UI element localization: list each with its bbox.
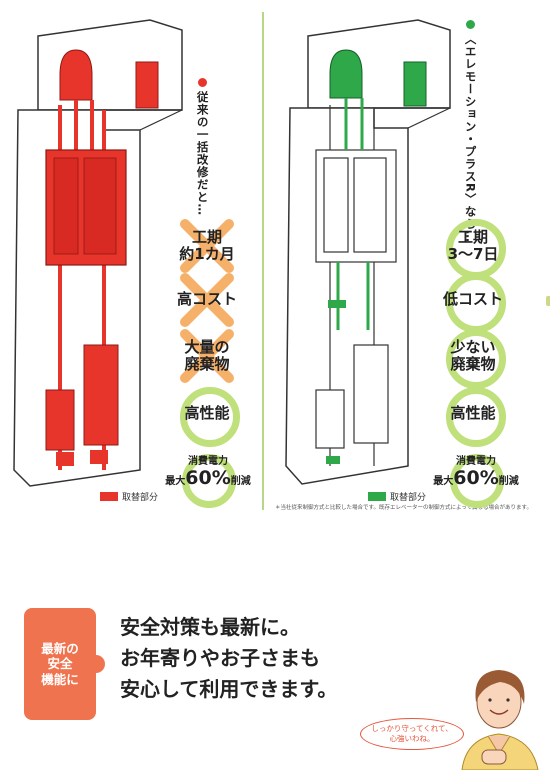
ring-icon (446, 329, 506, 389)
footnote: ＊当社従来制御方式と比較した場合です。既存エレベーターの制御方式によって異なる場… (275, 505, 532, 511)
safety-badge: 最新の 安全 機能に (24, 608, 105, 720)
legend-replaced-new: 取替部分 (368, 490, 426, 503)
edge-tab (546, 296, 550, 306)
energy-saving-old: 消費電力 最大60%削減 (160, 452, 256, 508)
conventional-elevator-illustration (13, 19, 183, 487)
badge-duration-old: 工期 約1カ月 (170, 216, 244, 276)
badge-performance-new: 高性能 (436, 384, 510, 447)
badge-duration-new: 工期 3〜7日 (436, 216, 510, 279)
green-dot-icon (466, 20, 476, 29)
ring-icon (182, 454, 236, 508)
red-dot-icon (198, 78, 208, 87)
energy-saving-new: 消費電力 最大60%削減 (428, 452, 524, 508)
badge-waste-old: 大量の 廃棄物 (170, 326, 244, 386)
panel-divider (262, 12, 264, 510)
badge-cost-new: 低コスト (436, 270, 510, 333)
legend-swatch (368, 492, 386, 501)
speech-bubble: しっかり守ってくれて、 心強いわね。 (360, 718, 464, 750)
safety-line-3: 安心して利用できます。 (120, 677, 338, 701)
ring-icon (446, 387, 506, 447)
legend-replaced-old: 取替部分 (100, 490, 158, 503)
safety-line-2: お年寄りやお子さまも (120, 646, 320, 670)
safety-message: 安全対策も最新に。 お年寄りやお子さまも 安心して利用できます。 (120, 612, 337, 705)
ring-icon (450, 454, 504, 508)
elemotion-panel: 〈エレモーション・プラスR〉なら… 工期 3〜7日 低コスト 少ない 廃棄物 高… (268, 0, 528, 520)
badge-performance-old: 高性能 (170, 384, 244, 447)
safety-line-1: 安全対策も最新に。 (120, 615, 300, 639)
woman-illustration (461, 670, 539, 770)
cross-icon (180, 273, 234, 327)
conventional-title: 従来の一括改修だと… (196, 78, 210, 216)
cross-icon (180, 219, 234, 273)
elemotion-title: 〈エレモーション・プラスR〉なら… (464, 20, 478, 243)
badge-cost-old: 高コスト (170, 270, 244, 330)
legend-swatch (100, 492, 118, 501)
puzzle-tab (87, 655, 105, 673)
cross-icon (180, 329, 234, 383)
ring-icon (180, 387, 240, 447)
badge-waste-new: 少ない 廃棄物 (436, 326, 510, 389)
conventional-panel: 従来の一括改修だと… 工期 約1カ月 高コスト 大量の 廃棄物 高性能 消費電力… (0, 0, 260, 520)
elemotion-elevator-illustration (285, 19, 451, 485)
